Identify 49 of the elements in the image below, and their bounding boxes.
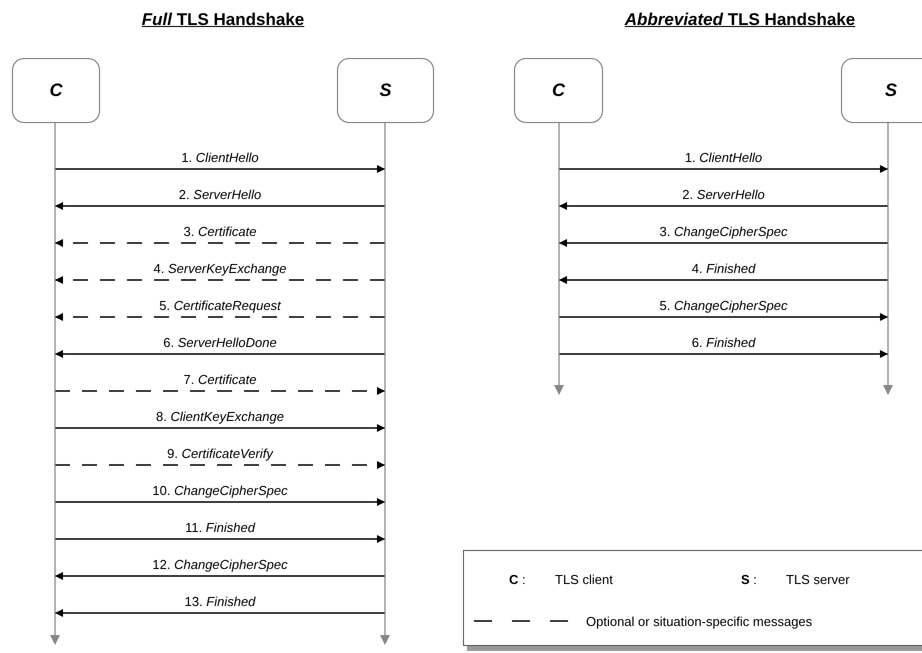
message-arrow <box>55 239 385 247</box>
legend-text: Optional or situation-specific messages <box>586 614 812 629</box>
message-arrow <box>559 313 888 321</box>
message-arrow <box>55 424 385 432</box>
message-arrow <box>55 350 385 358</box>
legend-symbol: S : <box>741 572 757 587</box>
message-label: 5. ChangeCipherSpec <box>660 298 788 313</box>
message-arrow <box>55 498 385 506</box>
legend-text: TLS client <box>555 572 613 587</box>
message-arrow <box>55 609 385 617</box>
message-arrow <box>55 276 385 284</box>
message-arrow <box>559 165 888 173</box>
participant-label: C <box>552 80 565 101</box>
message-label: 7. Certificate <box>184 372 256 387</box>
message-arrow <box>55 535 385 543</box>
message-label: 8. ClientKeyExchange <box>156 409 284 424</box>
message-label: 9. CertificateVerify <box>167 446 273 461</box>
legend-symbol: C : <box>509 572 526 587</box>
message-arrow <box>55 202 385 210</box>
legend-text: TLS server <box>786 572 850 587</box>
message-arrow <box>559 276 888 284</box>
message-arrow <box>559 202 888 210</box>
message-arrow <box>55 165 385 173</box>
message-label: 4. Finished <box>692 261 756 276</box>
participant-label: S <box>884 80 897 101</box>
message-label: 1. ClientHello <box>684 150 762 165</box>
message-label: 1. ClientHello <box>181 150 259 165</box>
message-arrow <box>559 239 888 247</box>
message-label: 2. ServerHello <box>682 187 765 202</box>
message-arrow <box>55 387 385 395</box>
message-label: 5. CertificateRequest <box>159 298 281 313</box>
section-heading: Abbreviated TLS Handshake <box>624 10 856 30</box>
message-arrow <box>55 461 385 469</box>
participant-label: C <box>50 80 62 101</box>
message-label: 2. ServerHello <box>178 187 262 202</box>
message-arrow <box>559 350 888 358</box>
message-label: 6. ServerHelloDone <box>163 335 277 350</box>
section-heading: Full TLS Handshake <box>142 10 304 30</box>
message-label: 3. Certificate <box>184 224 256 239</box>
message-arrow <box>55 572 385 580</box>
message-arrow <box>55 313 385 321</box>
message-label: 13. Finished <box>184 594 256 609</box>
message-label: 3. ChangeCipherSpec <box>660 224 788 239</box>
message-label: 4. ServerKeyExchange <box>154 261 286 276</box>
message-label: 6. Finished <box>692 335 756 350</box>
message-label: 11. Finished <box>185 520 255 535</box>
message-label: 10. ChangeCipherSpec <box>152 483 288 498</box>
message-label: 12. ChangeCipherSpec <box>152 557 288 572</box>
participant-label: S <box>379 80 392 101</box>
